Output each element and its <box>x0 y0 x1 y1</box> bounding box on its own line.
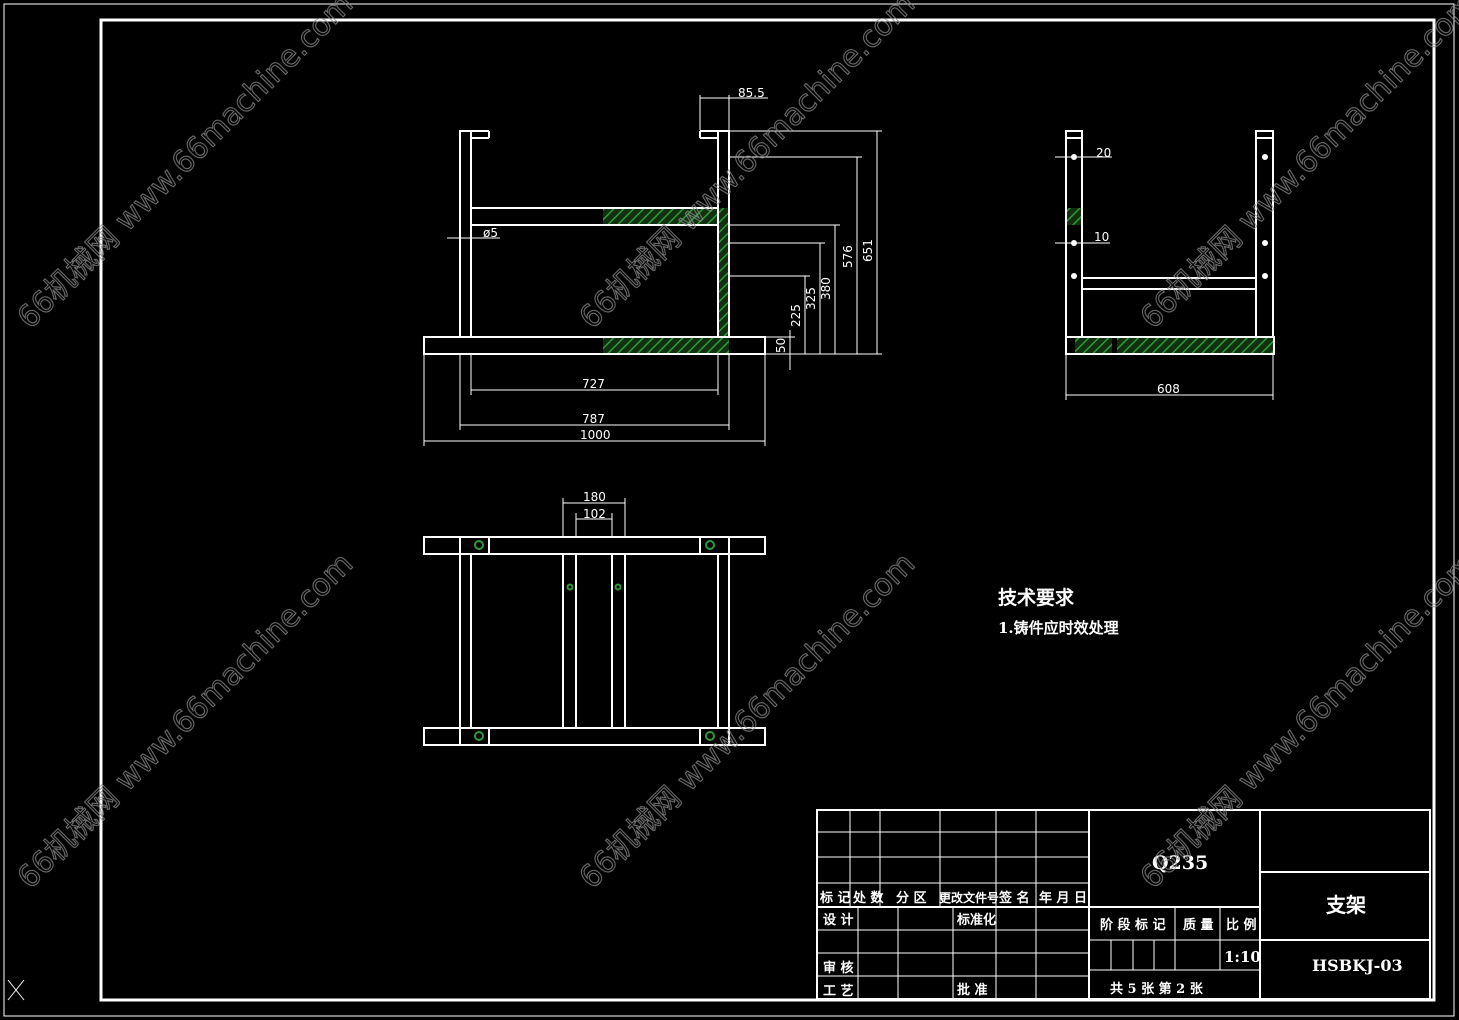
top-holes <box>474 540 715 741</box>
stage-label: 阶 段 标 记 <box>1100 917 1166 933</box>
bolt-hole <box>705 540 715 550</box>
side-hole <box>1262 154 1268 160</box>
header-fenqu: 分 区 <box>896 890 927 906</box>
left-post <box>459 130 472 338</box>
side-view <box>1065 130 1275 355</box>
top-rail <box>423 536 766 555</box>
scale-value: 1:10 <box>1224 948 1261 966</box>
dim-180: 180 <box>583 490 606 504</box>
section-hatch-post <box>718 208 729 338</box>
ucs-cross-icon <box>7 979 25 1001</box>
dim-325: 325 <box>804 287 818 310</box>
bolt-hole <box>474 731 484 741</box>
section-hatch-mid <box>603 208 729 225</box>
side-hole <box>1071 273 1077 279</box>
section-hatch-base <box>603 338 729 353</box>
top-middle-bar-left <box>562 553 577 729</box>
dim-787: 787 <box>582 412 605 426</box>
top-right-post <box>717 553 730 729</box>
front-dimensions <box>423 95 882 446</box>
watermarks: 66机械网 www.66machine.com 66机械网 www.66mach… <box>10 0 1459 896</box>
dim-380: 380 <box>819 277 833 300</box>
top-dim-labels: 180 102 <box>583 490 606 521</box>
dim-727: 727 <box>582 377 605 391</box>
bolt-hole <box>474 540 484 550</box>
drawing-number: HSBKJ-03 <box>1312 956 1403 975</box>
title-block <box>816 809 1431 1000</box>
side-hatch-left <box>1075 338 1112 353</box>
side-lower-frame <box>1081 288 1257 338</box>
front-dim-labels: 85.5 ø5 727 787 1000 50 225 325 380 576 … <box>483 86 875 442</box>
dim-608: 608 <box>1157 382 1180 396</box>
header-gengai: 更改文件号 <box>939 890 999 905</box>
scale-label: 比 例 <box>1226 917 1257 933</box>
dim-10: 10 <box>1094 230 1109 244</box>
dim-phi5: ø5 <box>483 226 498 240</box>
side-hole <box>1262 240 1268 246</box>
dim-102: 102 <box>583 507 606 521</box>
outer-border <box>3 3 1455 1017</box>
row-shenhe: 审 核 <box>823 960 854 976</box>
top-middle-bar-right <box>611 553 626 729</box>
top-dimensions <box>562 498 626 537</box>
header-biaoji: 标 记 <box>819 890 851 906</box>
watermark-text: 66机械网 www.66machine.com <box>573 0 922 336</box>
bottom-rail <box>423 727 766 746</box>
row-gongyi: 工 艺 <box>823 983 854 999</box>
watermark-text: 66机械网 www.66machine.com <box>11 546 360 895</box>
dim-576: 576 <box>841 245 855 268</box>
dim-651: 651 <box>861 239 875 262</box>
mass-label: 质 量 <box>1183 917 1214 933</box>
side-dimensions <box>1055 156 1274 400</box>
sheet-count: 共 5 张 第 2 张 <box>1110 981 1204 997</box>
dim-85-5: 85.5 <box>738 86 765 100</box>
front-view <box>423 130 766 355</box>
title-block-text: Q235 支架 HSBKJ-03 标 记 处 数 分 区 更改文件号 签 名 年… <box>819 852 1403 999</box>
row-pizhun: 批 准 <box>957 982 988 998</box>
bolt-hole <box>705 731 715 741</box>
top-view <box>423 536 766 746</box>
notes-title: 技术要求 <box>998 586 1075 609</box>
inner-border <box>99 18 1436 1002</box>
watermark-text: 66机械网 www.66machine.com <box>11 0 360 336</box>
bolt-hole <box>614 583 622 591</box>
side-hatch-post <box>1067 208 1082 225</box>
dim-1000: 1000 <box>580 428 611 442</box>
row-sheji: 设 计 <box>823 912 854 928</box>
watermark-text: 66机械网 www.66machine.com <box>1134 0 1459 336</box>
header-nianyueri: 年 月 日 <box>1039 890 1087 906</box>
side-hatch-right <box>1117 338 1273 353</box>
bolt-hole <box>566 583 574 591</box>
side-hole <box>1262 273 1268 279</box>
header-qianming: 签 名 <box>998 890 1030 906</box>
side-right-post <box>1255 130 1274 338</box>
header-chushu: 处 数 <box>852 890 885 906</box>
dim-225: 225 <box>789 304 803 327</box>
side-left-post <box>1065 130 1083 338</box>
row-biaozhunhua: 标准化 <box>956 912 996 928</box>
side-dim-labels: 20 10 608 <box>1094 146 1180 396</box>
part-name: 支架 <box>1326 893 1366 917</box>
notes-item-1: 1.铸件应时效处理 <box>998 619 1119 637</box>
dim-50: 50 <box>774 338 788 353</box>
watermark-text: 66机械网 www.66machine.com <box>1134 546 1459 895</box>
material-label: Q235 <box>1152 852 1208 874</box>
dim-20: 20 <box>1096 146 1111 160</box>
top-left-post <box>459 553 472 729</box>
